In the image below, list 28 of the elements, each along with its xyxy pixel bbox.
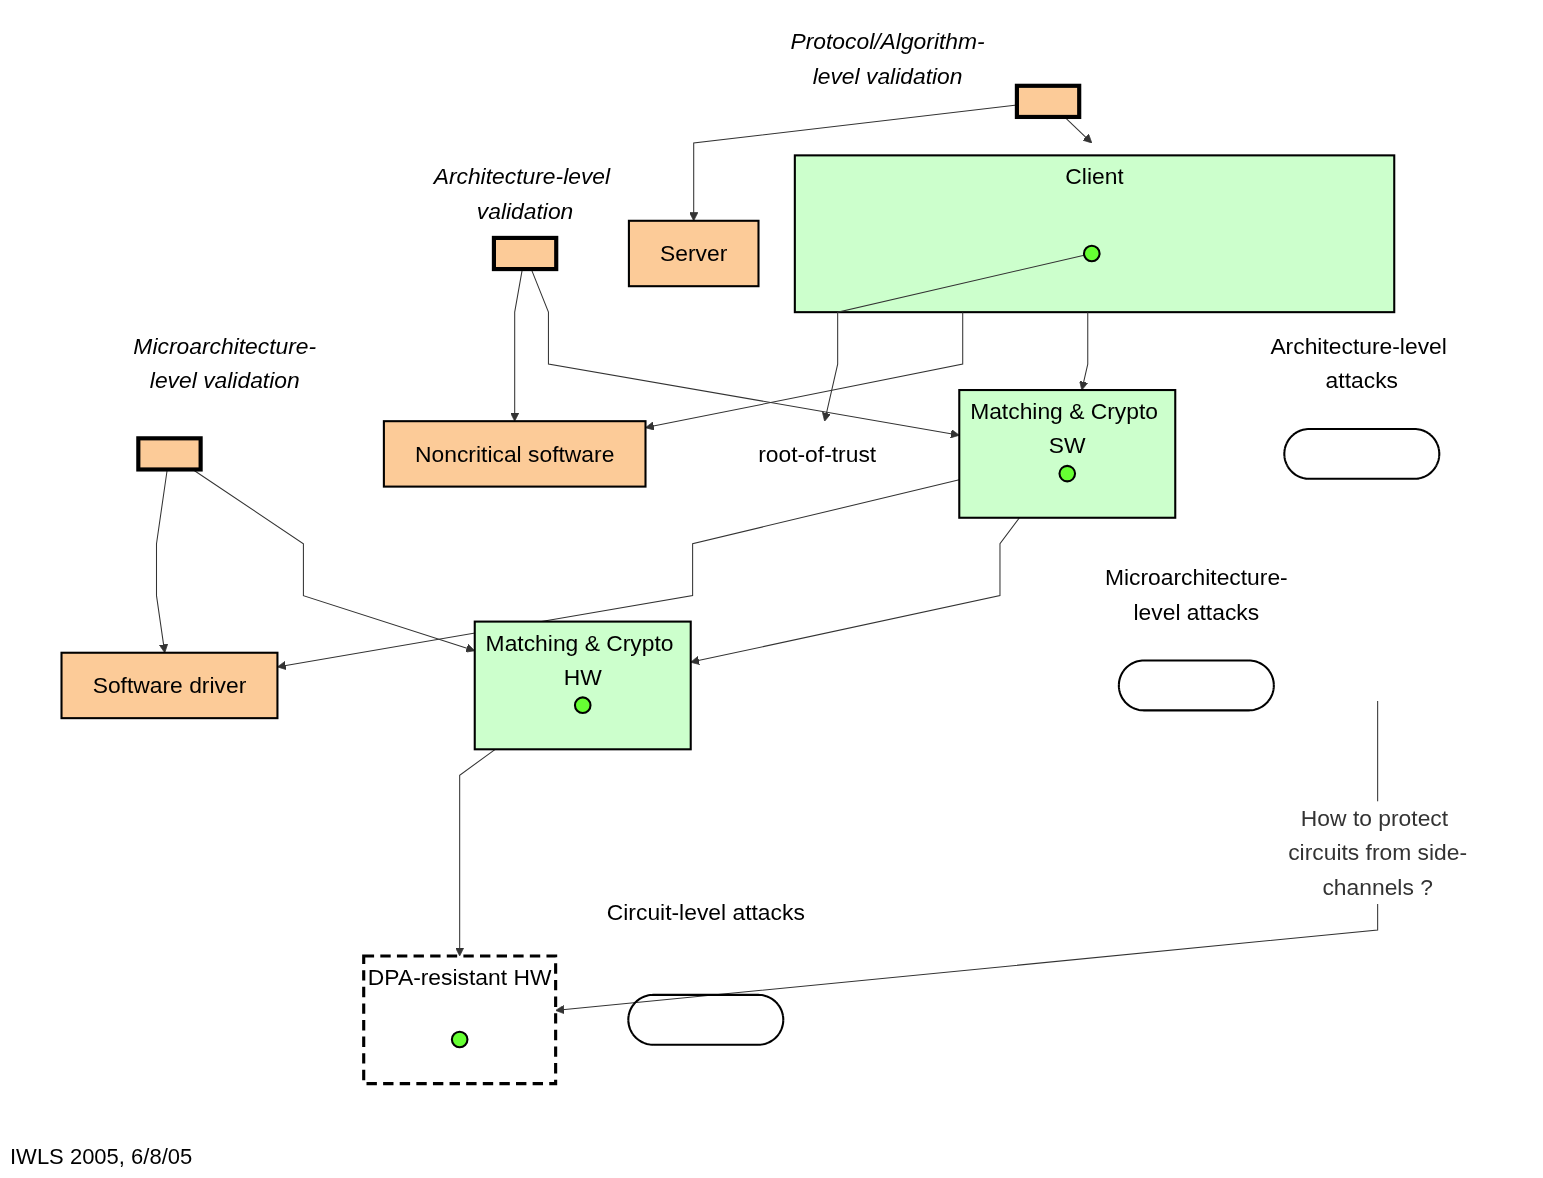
node-circle: [450, 1030, 469, 1049]
node-label: Microarchitecture-level validation: [133, 332, 317, 394]
node-bar: [136, 436, 203, 472]
cluster: Matching & Crypto HW: [473, 620, 692, 751]
node-label: Architecture-level validation: [433, 163, 611, 224]
cluster: Matching & Crypto SW: [958, 389, 1177, 519]
node-circle: [573, 696, 592, 714]
arrow: [645, 311, 964, 431]
arrow: [690, 517, 1020, 665]
cluster: DPA-resistant HW: [362, 954, 558, 1086]
arrow: [1079, 311, 1089, 391]
node-text: root-of-trust: [758, 440, 877, 467]
footer-note: IWLS 2005, 6/8/05: [10, 1144, 193, 1170]
node-bar: [1014, 83, 1082, 120]
node-label: Circuit-level attacks: [606, 898, 805, 925]
node-box: Server: [627, 219, 760, 288]
node-box: Noncritical software: [382, 420, 647, 488]
node-bar: [491, 235, 559, 272]
arrow: [822, 254, 1085, 422]
node-circle: [1082, 244, 1101, 263]
node-box: Software driver: [60, 651, 279, 720]
edge-label: How to protect circuits from side-channels ?: [1288, 805, 1468, 900]
cluster: Client: [793, 154, 1396, 314]
node-label: Protocol/Algorithm-level validation: [790, 28, 985, 89]
node-circle: [1058, 464, 1077, 483]
arrow: [277, 479, 960, 670]
node-label: Microarchitecture-level attacks: [1104, 564, 1288, 625]
node-label: Architecture-level attacks: [1270, 332, 1447, 394]
